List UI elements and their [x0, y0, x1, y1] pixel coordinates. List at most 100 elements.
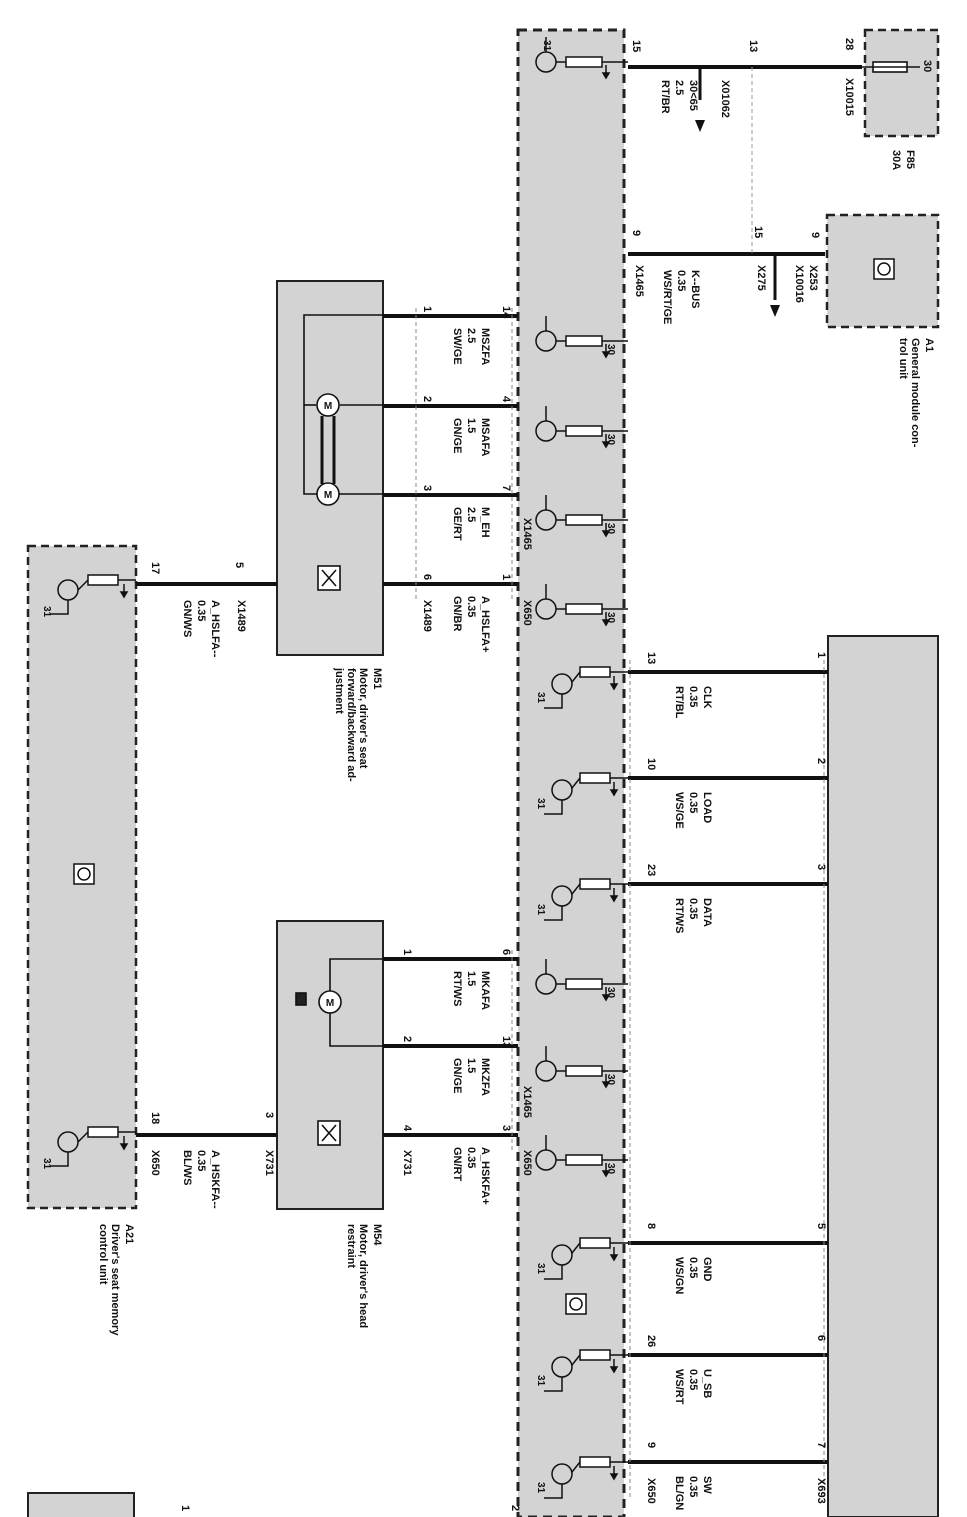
f85-rating: 30A [890, 150, 902, 170]
arrow-down-2 [770, 305, 780, 317]
seat-x1489: X1489 [421, 600, 433, 632]
pin-9b: 9 [809, 232, 821, 238]
page-ref-1: 1 [179, 1505, 191, 1511]
a21-w2-size: 0.35 [195, 1150, 207, 1171]
kbus-size: 0.35 [675, 270, 687, 291]
m54-name: Motor, driver's headrestraintMotor, driv… [345, 1224, 369, 1328]
head-x1465: X1465 [521, 1086, 533, 1118]
a21-w2-color: BL/WS [181, 1150, 193, 1185]
bus-ground [544, 1456, 628, 1499]
fuse-pin-30: 30 [921, 60, 933, 72]
head-wire-name: A_HSKFA+ [479, 1147, 491, 1205]
head-x650: X650 [521, 1150, 533, 1176]
supply-30: 30 [605, 1163, 616, 1175]
seat-wire-size: 0.35 [465, 596, 477, 617]
bus-wire-name: DATA [701, 898, 713, 927]
bus-right-pin: 7 [815, 1442, 827, 1448]
bus-module-pin: 10 [645, 758, 657, 770]
supply-30: 30 [605, 612, 616, 624]
supply-30: 30 [605, 1074, 616, 1086]
bus-ground [544, 1237, 628, 1280]
connector-x275: X275 [755, 265, 767, 291]
seat-wire-size: 2.5 [465, 328, 477, 343]
seat-ground [535, 316, 628, 359]
seat-wire-color: GN/BR [451, 596, 463, 632]
m51-pin-5: 5 [233, 562, 245, 568]
bus-wire-size: 0.35 [687, 1257, 699, 1278]
connector-x10015: X10015 [843, 78, 855, 116]
m54-name-line: restraint [345, 1224, 357, 1268]
bus-ground-31: 31 [535, 798, 546, 810]
bus-wire-size: 0.35 [687, 1369, 699, 1390]
seat-wire-color: SW/GE [451, 328, 463, 365]
supply-30: 30 [605, 434, 616, 446]
seat-ground [535, 495, 628, 538]
a1-name: General module con-trol unitGeneral modu… [897, 338, 921, 448]
pin-15b: 15 [752, 226, 764, 238]
supply-30: 30 [605, 523, 616, 535]
ground-symbols [50, 37, 628, 1499]
bus-wire-size: 0.35 [687, 792, 699, 813]
f85-fuse-symbol [862, 61, 920, 73]
bus-wire-name: CLK [701, 686, 713, 709]
connector-x10016: X10016 [793, 265, 805, 303]
m51-internals [303, 314, 383, 591]
head-module-pin: 3 [500, 1125, 512, 1131]
bus-right-pin: 2 [815, 758, 827, 764]
a21-name-line: Driver's seat memory [109, 1224, 121, 1336]
bus-wire-name: SW [701, 1476, 713, 1494]
head-wire-color: GN/RT [451, 1147, 463, 1182]
a21-w1-color: GN/WS [181, 600, 193, 637]
bus-module-pin: 8 [645, 1223, 657, 1229]
a1-id: A1 [923, 338, 935, 352]
seat-module-pin: 14 [500, 306, 512, 319]
bus-ground [544, 878, 628, 921]
m51-box [276, 280, 384, 656]
wires [136, 65, 862, 1500]
bus-ground [544, 772, 628, 815]
f85-id: F85 [904, 150, 916, 169]
seat-motor-pin: 6 [421, 574, 433, 580]
right-module-box [827, 635, 939, 1517]
range-label: 30<65 [687, 80, 699, 111]
seat-wire-color: GN/GE [451, 418, 463, 453]
bus-wire-name: U_SB [701, 1369, 713, 1398]
bus-ground-31: 31 [535, 692, 546, 704]
a21-ground-31: 31 [41, 606, 52, 618]
page-ref-2: 2 [509, 1505, 521, 1511]
bus-wire-color: RT/WS [673, 898, 685, 933]
m54-name-line: Motor, driver's head [357, 1224, 369, 1328]
head-wire-color: RT/WS [451, 971, 463, 1006]
head-motor-pin: 1 [401, 949, 413, 955]
a1-name-line: General module con- [909, 338, 921, 448]
bus-ground-31: 31 [535, 904, 546, 916]
seat-ground [535, 584, 628, 627]
bus-module-pin: 23 [645, 864, 657, 876]
seat-wire-name: MSZFA [479, 328, 491, 365]
bus-module-pin: 13 [645, 652, 657, 664]
a21-ground-31b: 31 [41, 1158, 52, 1170]
seat-wire-name: M_EH [479, 507, 491, 538]
bus-ground-31: 31 [535, 1375, 546, 1387]
head-wire-name: MKAFA [479, 971, 491, 1010]
a21-w1-name: A_HSLFA-- [209, 600, 221, 658]
head-ground [535, 959, 628, 1002]
a1-name-line: trol unit [897, 338, 909, 379]
pin-9: 9 [630, 230, 642, 236]
bus-wire-size: 0.35 [687, 898, 699, 919]
a21-conn-x650: X650 [149, 1150, 161, 1176]
kbus-color: WS/RT/GE [661, 270, 673, 324]
m51-motor-symbol-1: M [324, 401, 332, 412]
pin-13: 13 [747, 40, 759, 52]
m51-name-line: justment [333, 667, 345, 714]
bus-wire-color: BL/GN [673, 1476, 685, 1510]
bus-ground [544, 666, 628, 709]
bus-wire-size: 0.35 [687, 1476, 699, 1497]
bus-ground-31: 31 [535, 1482, 546, 1494]
a21-ground-2 [50, 1126, 136, 1167]
connector-x1465: X1465 [633, 265, 645, 297]
seat-wire-size: 2.5 [465, 507, 477, 522]
supply-30: 30 [605, 344, 616, 356]
seat-motor-pin: 1 [421, 306, 433, 312]
